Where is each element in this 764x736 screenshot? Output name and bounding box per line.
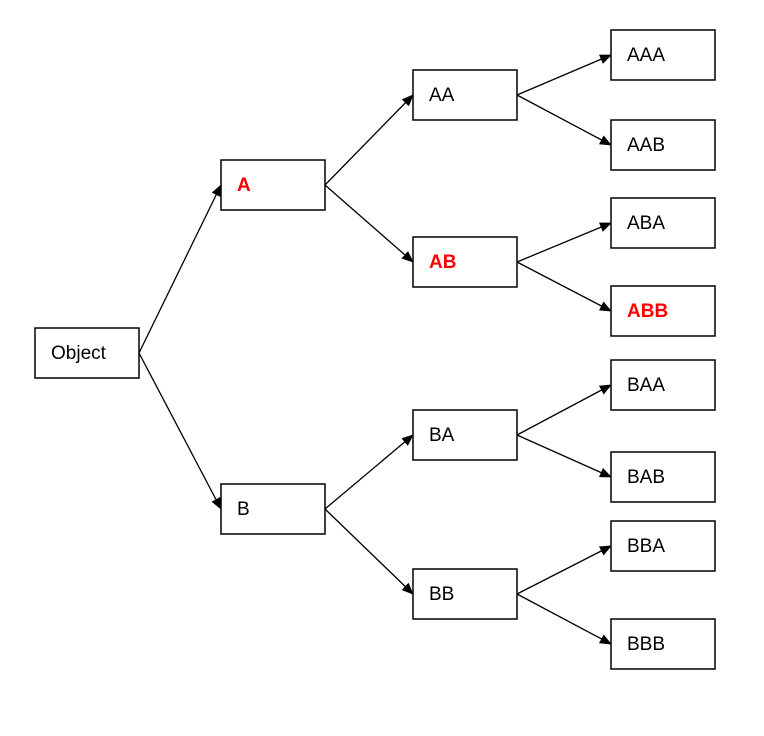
node-box [610,197,716,249]
node-label: AAA [627,45,665,66]
node-object: Object [34,327,140,379]
edge-bb-to-bbb [516,593,612,645]
node-aaa: AAA [610,29,716,81]
edge-ab-to-aba [516,222,612,263]
node-label: BB [429,584,454,605]
node-label: BAB [627,467,665,488]
node-label: A [237,175,251,196]
edge-ba-to-baa [516,384,612,436]
edge-a-to-ab [324,184,414,263]
node-baa: BAA [610,359,716,411]
edge-a-to-aa [324,94,414,186]
node-label: BBA [627,536,665,557]
node-label: AB [429,252,456,273]
node-label: BBB [627,634,665,655]
node-aba: ABA [610,197,716,249]
edge-aa-to-aab [516,94,612,146]
node-label: BA [429,425,455,446]
node-box [610,285,716,337]
node-ab: AB [412,236,518,288]
edge-object-to-a [138,184,222,354]
node-box [610,520,716,572]
node-label: Object [51,343,107,364]
node-label: BAA [627,375,665,396]
node-box [412,69,518,121]
node-b: B [220,483,326,535]
node-bbb: BBB [610,618,716,670]
node-a: A [220,159,326,211]
node-bb: BB [412,568,518,620]
edges [138,54,612,645]
edge-ba-to-bab [516,434,612,478]
node-label: AAB [627,135,665,156]
edge-object-to-b [138,352,222,510]
edge-b-to-bb [324,508,414,595]
node-label: AA [429,85,455,106]
node-box [610,359,716,411]
node-bab: BAB [610,451,716,503]
node-box [34,327,140,379]
node-bba: BBA [610,520,716,572]
node-box [610,451,716,503]
node-abb: ABB [610,285,716,337]
node-box [610,29,716,81]
node-box [610,119,716,171]
edge-bb-to-bba [516,545,612,595]
edge-ab-to-abb [516,261,612,312]
node-box [412,236,518,288]
node-box [412,409,518,461]
node-label: ABB [627,301,668,322]
edge-aa-to-aaa [516,54,612,96]
node-label: B [237,499,250,520]
node-box [220,483,326,535]
edge-b-to-ba [324,434,414,510]
node-aa: AA [412,69,518,121]
node-aab: AAB [610,119,716,171]
node-box [220,159,326,211]
node-label: ABA [627,213,665,234]
node-box [412,568,518,620]
node-box [610,618,716,670]
node-ba: BA [412,409,518,461]
